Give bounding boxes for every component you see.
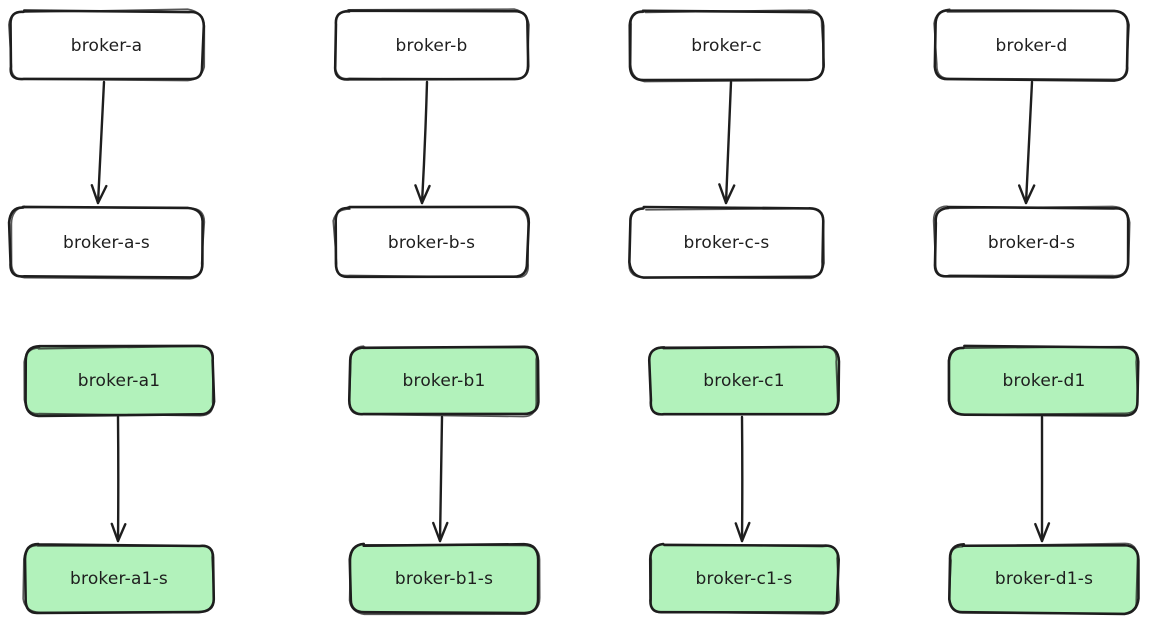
node-label: broker-b1 (402, 371, 486, 391)
edge-edge-d[interactable] (1017, 80, 1036, 205)
arrowhead-icon (414, 184, 431, 205)
node-broker-c1-s[interactable]: broker-c1-s (650, 545, 838, 613)
node-label: broker-b-s (387, 232, 476, 253)
node-broker-c[interactable]: broker-c (630, 11, 823, 80)
edge-edge-c[interactable] (718, 80, 736, 205)
node-label: broker-a1-s (70, 569, 168, 589)
node-label: broker-d-s (987, 232, 1076, 253)
edge-edge-b[interactable] (414, 80, 431, 205)
node-label: broker-d (995, 35, 1068, 56)
node-label: broker-b1-s (394, 569, 494, 589)
arrowhead-icon (110, 522, 127, 543)
node-broker-a[interactable]: broker-a (10, 11, 203, 80)
edge-edge-a1[interactable] (110, 415, 127, 543)
arrowhead-icon (1017, 184, 1036, 205)
edge-edge-d1[interactable] (1034, 415, 1051, 543)
node-broker-c1[interactable]: broker-c1 (650, 347, 838, 415)
node-broker-d1[interactable]: broker-d1 (950, 347, 1138, 415)
node-label: broker-c1-s (695, 569, 793, 589)
node-label: broker-c1 (703, 371, 785, 391)
node-broker-d[interactable]: broker-d (935, 11, 1128, 80)
arrowhead-icon (90, 184, 108, 205)
node-broker-b1[interactable]: broker-b1 (350, 347, 538, 415)
node-broker-c-s[interactable]: broker-c-s (630, 208, 823, 277)
node-broker-d-s[interactable]: broker-d-s (935, 208, 1128, 277)
arrowhead-icon (718, 183, 736, 205)
edge-edge-b1[interactable] (432, 415, 449, 543)
arrowhead-icon (734, 521, 751, 543)
node-broker-b[interactable]: broker-b (335, 11, 528, 80)
edge-line (724, 80, 733, 205)
arrowhead-icon (1034, 522, 1051, 543)
node-broker-a1-s[interactable]: broker-a1-s (25, 545, 213, 613)
node-label: broker-a1 (77, 371, 161, 391)
node-broker-b-s[interactable]: broker-b-s (335, 208, 528, 277)
node-label: broker-b (395, 35, 468, 56)
edge-edge-a[interactable] (90, 80, 108, 205)
node-broker-b1-s[interactable]: broker-b1-s (350, 545, 538, 613)
edge-edge-c1[interactable] (734, 415, 751, 543)
node-label: broker-a-s (63, 232, 150, 253)
edge-line (420, 80, 429, 205)
node-label: broker-c-s (683, 232, 770, 253)
node-broker-d1-s[interactable]: broker-d1-s (950, 545, 1138, 613)
node-label: broker-d1 (1002, 371, 1086, 391)
node-label: broker-c (691, 35, 762, 56)
edge-line (1024, 80, 1034, 205)
arrowhead-icon (432, 521, 449, 543)
node-broker-a-s[interactable]: broker-a-s (10, 208, 203, 277)
node-broker-a1[interactable]: broker-a1 (25, 347, 213, 415)
node-label: broker-a (70, 35, 143, 56)
node-label: broker-d1-s (994, 569, 1094, 589)
edge-line (438, 415, 444, 543)
edge-line (96, 80, 106, 205)
